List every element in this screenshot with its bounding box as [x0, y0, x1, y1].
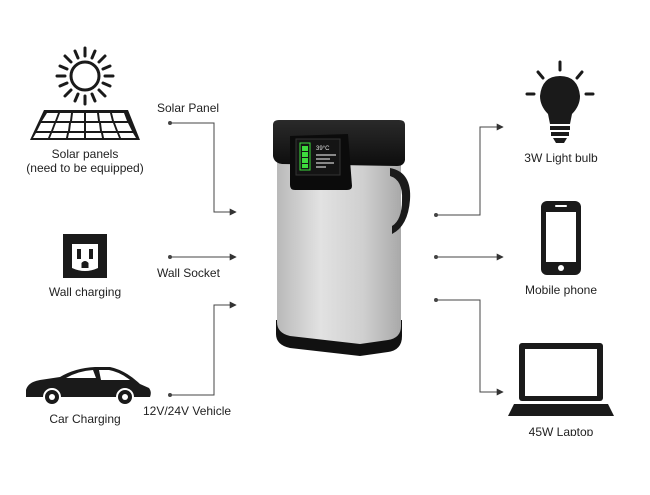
wall-socket-icon — [63, 234, 107, 278]
wall-arrow-label: Wall Socket — [157, 266, 220, 280]
solar-arrow-label: Solar Panel — [157, 101, 220, 115]
solar-caption-line1: Solar panels — [51, 147, 119, 161]
laptop-icon — [508, 343, 614, 416]
phone-caption: Mobile phone — [524, 283, 598, 297]
solar-panel-icon — [30, 110, 140, 140]
input-connectors — [168, 121, 237, 397]
mobile-phone-icon — [541, 201, 581, 275]
wall-caption: Wall charging — [48, 285, 122, 299]
laptop-caption: 45W Laptop — [528, 425, 594, 436]
bulb-connector — [436, 123, 504, 216]
car-arrow-label: 12V/24V Vehicle — [143, 404, 232, 418]
light-bulb-icon — [525, 60, 595, 143]
car-icon — [26, 367, 151, 406]
sun-icon — [55, 46, 115, 106]
power-station-device: 39°C — [273, 120, 411, 356]
screen-temp: 39°C — [316, 146, 330, 152]
laptop-connector — [436, 299, 504, 396]
car-connector — [170, 301, 237, 396]
battery-level-icon — [299, 142, 311, 171]
bulb-caption: 3W Light bulb — [524, 151, 598, 165]
car-caption: Car Charging — [49, 412, 121, 426]
solar-connector — [170, 122, 237, 216]
solar-caption-line2: (need to be equipped) — [26, 161, 144, 175]
output-connectors — [434, 123, 504, 396]
